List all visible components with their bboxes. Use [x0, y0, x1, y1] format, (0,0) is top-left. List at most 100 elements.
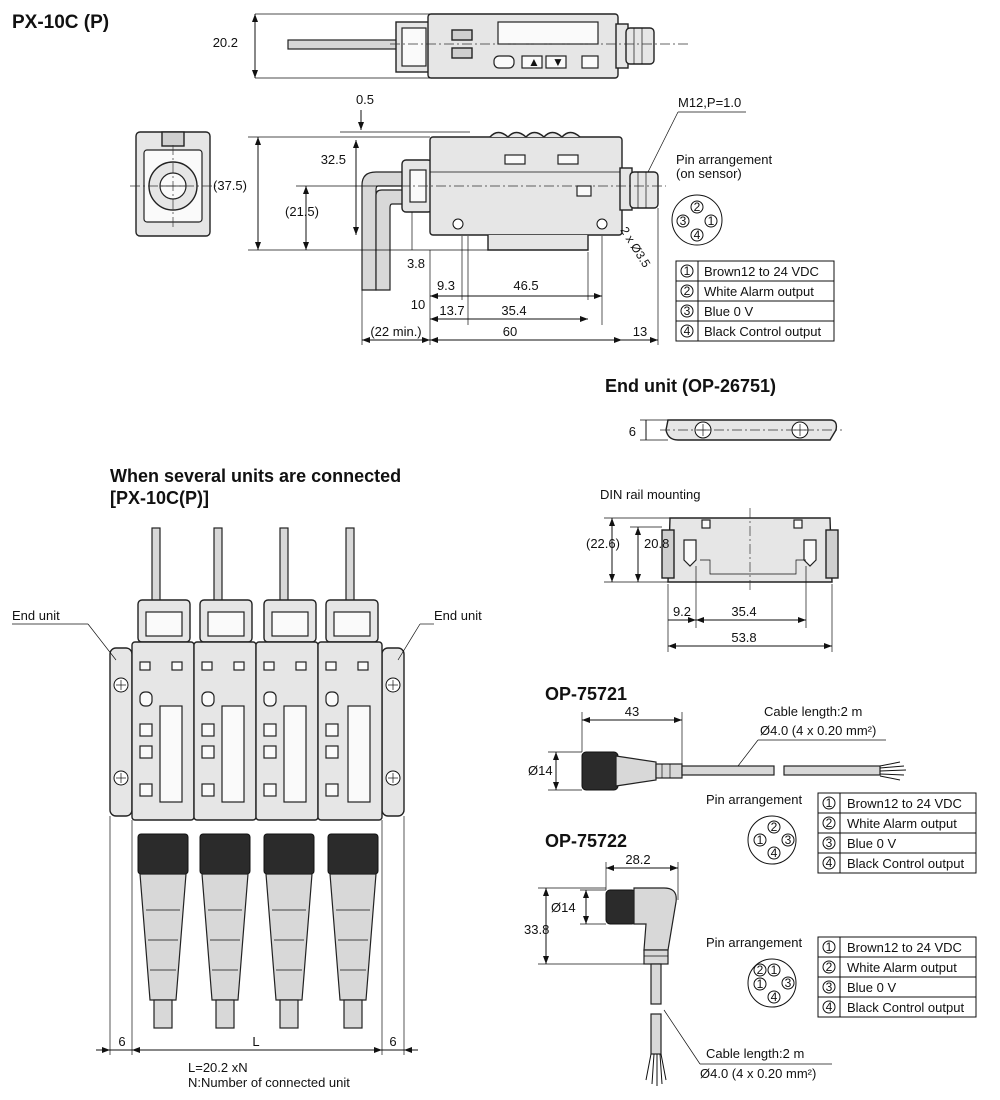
dim-3-8: 3.8: [407, 212, 425, 271]
connected-units-assembly: [109, 527, 405, 1029]
title-op75722: OP-75722: [545, 831, 627, 851]
svg-text:2: 2: [771, 820, 778, 834]
din-rail-label: DIN rail mounting: [600, 487, 700, 502]
svg-text:4: 4: [684, 324, 691, 338]
svg-text:Cable length:2 m: Cable length:2 m: [764, 704, 862, 719]
svg-text:33.8: 33.8: [524, 922, 549, 937]
svg-text:Black Control output: Black Control output: [847, 856, 964, 871]
svg-text:9.3: 9.3: [437, 278, 455, 293]
svg-text:4: 4: [771, 990, 778, 1004]
svg-text:Ø4.0 (4 x 0.20 mm²): Ø4.0 (4 x 0.20 mm²): [700, 1066, 816, 1081]
svg-text:White Alarm output: White Alarm output: [847, 960, 957, 975]
svg-text:Ø14: Ø14: [551, 900, 576, 915]
pin-arrangement-op75722: Pin arrangement 2 1 3 1 4: [706, 935, 802, 1008]
dim-37-5: (37.5): [213, 136, 488, 251]
svg-text:2 x Ø3.5: 2 x Ø3.5: [617, 224, 653, 270]
svg-text:Black Control output: Black Control output: [847, 1000, 964, 1015]
svg-text:Pin arrangement: Pin arrangement: [676, 152, 772, 167]
svg-text:Brown12 to 24 VDC: Brown12 to 24 VDC: [704, 264, 819, 279]
unit-1: [131, 527, 195, 1029]
svg-text:(21.5): (21.5): [285, 204, 319, 219]
svg-text:3: 3: [680, 214, 687, 228]
svg-text:13: 13: [633, 324, 647, 339]
svg-text:L=20.2 xN: L=20.2 xN: [188, 1060, 248, 1075]
pin-table-op75721: 1 2 3 4 Brown12 to 24 VDC White Alarm ou…: [817, 792, 977, 874]
svg-text:1: 1: [826, 940, 833, 954]
unit-4: [317, 527, 383, 1029]
svg-text:Brown12 to 24 VDC: Brown12 to 24 VDC: [847, 796, 962, 811]
svg-text:2: 2: [826, 816, 833, 830]
svg-text:(22.6): (22.6): [586, 536, 620, 551]
svg-text:53.8: 53.8: [731, 630, 756, 645]
dim-connected-units: 6 L 6 L=20.2 xN N:Number of connected un…: [96, 816, 418, 1090]
svg-text:Ø14: Ø14: [528, 763, 553, 778]
svg-text:3: 3: [785, 976, 792, 990]
svg-text:3: 3: [826, 980, 833, 994]
svg-text:28.2: 28.2: [625, 852, 650, 867]
svg-text:6: 6: [389, 1034, 396, 1049]
dim-0-5: 0.5: [340, 92, 470, 133]
dim-32-5: 32.5: [321, 140, 359, 235]
dim-horizontal-side-view: 9.3 46.5 10 13.7 35.4 (22 min.) 60 13: [361, 208, 659, 345]
pin-table-op75722: 1 2 3 4 Brown12 to 24 VDC White Alarm ou…: [817, 936, 977, 1018]
pin-arrangement-sensor: Pin arrangement (on sensor) 2 1 3 4: [671, 152, 772, 246]
svg-text:2: 2: [757, 963, 764, 977]
svg-text:1: 1: [771, 963, 778, 977]
unit-2: [193, 527, 257, 1029]
svg-text:10: 10: [411, 297, 425, 312]
pin-arrangement-op75721: Pin arrangement 2 1 3 4: [706, 792, 802, 865]
svg-text:Cable length:2 m: Cable length:2 m: [706, 1046, 804, 1061]
end-unit-callouts: End unit End unit: [12, 608, 482, 661]
svg-text:3: 3: [785, 833, 792, 847]
svg-text:End unit: End unit: [434, 608, 482, 623]
svg-text:4: 4: [826, 1000, 833, 1014]
pin-table-sensor: 1 2 3 4 Brown12 to 24 VDC White Alarm ou…: [675, 260, 835, 342]
svg-text:White Alarm output: White Alarm output: [704, 284, 814, 299]
svg-text:3: 3: [684, 304, 691, 318]
svg-text:35.4: 35.4: [731, 604, 756, 619]
svg-text:46.5: 46.5: [513, 278, 538, 293]
op75722-cable: 28.2 Ø14 33.8 Cable length:2 m Ø4.0 (4 x…: [524, 852, 832, 1086]
svg-text:60: 60: [503, 324, 517, 339]
svg-text:43: 43: [625, 704, 639, 719]
svg-text:1: 1: [684, 264, 691, 278]
svg-text:3: 3: [826, 836, 833, 850]
title-several-units: When several units are connected: [110, 466, 401, 486]
svg-text:20.2: 20.2: [213, 35, 238, 50]
svg-text:9.2: 9.2: [673, 604, 691, 619]
svg-text:1: 1: [708, 214, 715, 228]
svg-text:(37.5): (37.5): [213, 178, 247, 193]
svg-text:4: 4: [694, 228, 701, 242]
svg-text:35.4: 35.4: [501, 303, 526, 318]
svg-text:20.8: 20.8: [644, 536, 669, 551]
svg-text:End unit: End unit: [12, 608, 60, 623]
title-op75721: OP-75721: [545, 684, 627, 704]
svg-text:6: 6: [118, 1034, 125, 1049]
dim-21-5: (21.5): [285, 185, 402, 250]
svg-text:Pin arrangement: Pin arrangement: [706, 792, 802, 807]
m12-callout: M12,P=1.0: [647, 95, 746, 173]
svg-text:1: 1: [757, 977, 764, 991]
holes-callout: 2 x Ø3.5: [617, 224, 653, 270]
sensor-top-view: ▲ ▼: [287, 13, 690, 79]
title-several-units-sub: [PX-10C(P)]: [110, 488, 209, 508]
svg-text:Brown12 to 24 VDC: Brown12 to 24 VDC: [847, 940, 962, 955]
svg-text:2: 2: [826, 960, 833, 974]
svg-text:Blue 0 V: Blue 0 V: [704, 304, 753, 319]
svg-text:▲: ▲: [528, 55, 540, 69]
svg-text:0.5: 0.5: [356, 92, 374, 107]
svg-text:(22 min.): (22 min.): [370, 324, 421, 339]
svg-text:White Alarm output: White Alarm output: [847, 816, 957, 831]
svg-text:1: 1: [757, 833, 764, 847]
svg-text:6: 6: [629, 424, 636, 439]
dim-20-2: 20.2: [213, 13, 430, 79]
svg-text:L: L: [252, 1034, 259, 1049]
svg-text:2: 2: [684, 284, 691, 298]
svg-text:4: 4: [771, 846, 778, 860]
svg-text:4: 4: [826, 856, 833, 870]
svg-text:3.8: 3.8: [407, 256, 425, 271]
title-end-unit: End unit (OP-26751): [605, 376, 776, 396]
sensor-side-view: [361, 131, 666, 291]
op75721-cable: 43 Ø14 Cable length:2 m Ø4.0 (4 x 0.20 m…: [528, 704, 907, 791]
